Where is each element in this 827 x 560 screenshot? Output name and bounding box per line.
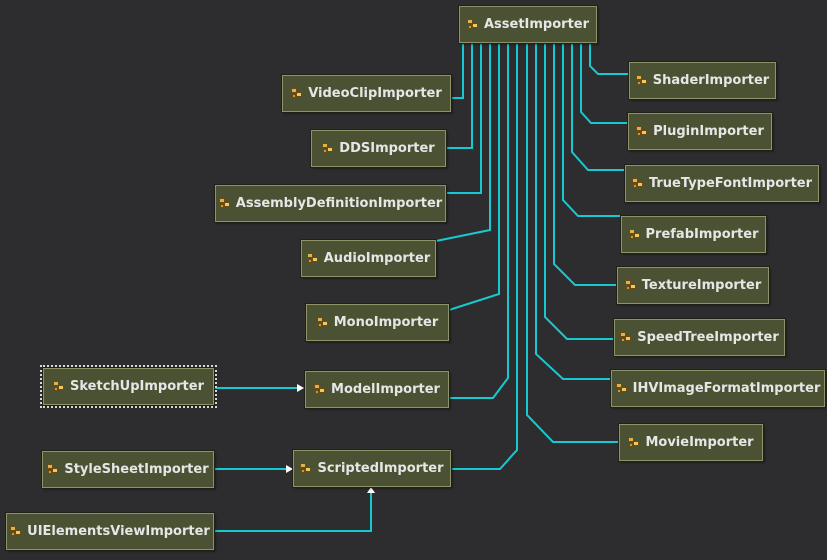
class-label: ModelImporter xyxy=(331,382,440,397)
class-icon xyxy=(53,381,64,392)
class-label: AssetImporter xyxy=(483,17,590,32)
class-node-movie-importer[interactable]: MovieImporter xyxy=(619,424,763,461)
class-node-mono-importer[interactable]: MonoImporter xyxy=(306,304,449,341)
class-icon xyxy=(615,383,627,394)
class-node-uielementsview-importer[interactable]: UIElementsViewImporter xyxy=(6,513,214,550)
connector-scripted xyxy=(451,44,518,470)
class-label: ScriptedImporter xyxy=(317,461,444,476)
class-node-model-importer[interactable]: ModelImporter xyxy=(305,371,449,408)
connector-texture xyxy=(553,44,617,286)
class-node-speedtree-importer[interactable]: SpeedTreeImporter xyxy=(614,319,785,356)
class-label: AssemblyDefinitionImporter xyxy=(235,196,443,211)
class-icon xyxy=(300,463,312,474)
class-icon xyxy=(316,317,328,328)
class-icon xyxy=(635,75,647,86)
connector-plugin xyxy=(580,44,628,124)
connector-truetypefont xyxy=(571,44,625,171)
connector-uielementsview xyxy=(214,491,372,532)
class-icon xyxy=(628,229,640,240)
class-node-videoclip-importer[interactable]: VideoClipImporter xyxy=(282,75,451,112)
class-label: VideoClipImporter xyxy=(308,86,442,101)
class-icon xyxy=(322,143,334,154)
connector-videoclip xyxy=(451,44,464,99)
class-label: MonoImporter xyxy=(333,315,439,330)
connector-speedtree xyxy=(544,44,614,340)
connector-assemblydefinition xyxy=(446,44,482,194)
class-icon xyxy=(466,19,478,30)
connector-ihvimageformat xyxy=(535,44,611,380)
class-node-ihvimageformat-importer[interactable]: IHVImageFormatImporter xyxy=(611,370,825,407)
class-label: StyleSheetImporter xyxy=(64,462,209,477)
class-label: SketchUpImporter xyxy=(70,379,204,394)
connector-model xyxy=(449,44,509,399)
class-icon xyxy=(628,437,640,448)
class-label: PluginImporter xyxy=(653,124,764,139)
class-icon xyxy=(47,464,59,475)
class-icon xyxy=(291,88,303,99)
class-node-prefab-importer[interactable]: PrefabImporter xyxy=(621,216,766,253)
class-node-audio-importer[interactable]: AudioImporter xyxy=(301,240,436,277)
class-icon xyxy=(306,253,318,264)
class-icon xyxy=(218,198,230,209)
class-label: SpeedTreeImporter xyxy=(637,330,779,345)
class-node-sketchup-importer[interactable]: SketchUpImporter xyxy=(40,365,217,408)
class-label: TextureImporter xyxy=(641,278,762,293)
connector-audio xyxy=(435,44,491,242)
class-node-scripted-importer[interactable]: ScriptedImporter xyxy=(293,450,451,487)
class-node-shader-importer[interactable]: ShaderImporter xyxy=(629,62,776,99)
class-node-plugin-importer[interactable]: PluginImporter xyxy=(628,113,772,150)
class-icon xyxy=(624,280,636,291)
class-icon xyxy=(620,332,632,343)
class-label: UIElementsViewImporter xyxy=(27,524,210,539)
class-node-asset-importer[interactable]: AssetImporter xyxy=(459,6,597,43)
class-label: MovieImporter xyxy=(645,435,754,450)
connector-mono xyxy=(448,44,500,311)
class-icon xyxy=(631,178,643,189)
connector-prefab xyxy=(562,44,621,217)
class-label: PrefabImporter xyxy=(645,227,759,242)
class-label: IHVImageFormatImporter xyxy=(632,381,821,396)
class-label: AudioImporter xyxy=(323,251,431,266)
class-label: ShaderImporter xyxy=(652,73,770,88)
class-icon xyxy=(10,526,22,537)
connector-dds xyxy=(446,44,473,149)
class-label: DDSImporter xyxy=(339,141,435,156)
class-icon xyxy=(636,126,648,137)
class-node-truetypefont-importer[interactable]: TrueTypeFontImporter xyxy=(625,165,819,202)
class-node-dds-importer[interactable]: DDSImporter xyxy=(311,130,446,167)
class-label: TrueTypeFontImporter xyxy=(648,176,813,191)
connector-movie xyxy=(526,44,619,443)
connector-shader xyxy=(589,44,629,75)
class-icon xyxy=(314,384,326,395)
class-node-texture-importer[interactable]: TextureImporter xyxy=(617,267,769,304)
class-node-stylesheet-importer[interactable]: StyleSheetImporter xyxy=(42,451,214,488)
class-node-assemblydefinition-importer[interactable]: AssemblyDefinitionImporter xyxy=(215,185,446,222)
